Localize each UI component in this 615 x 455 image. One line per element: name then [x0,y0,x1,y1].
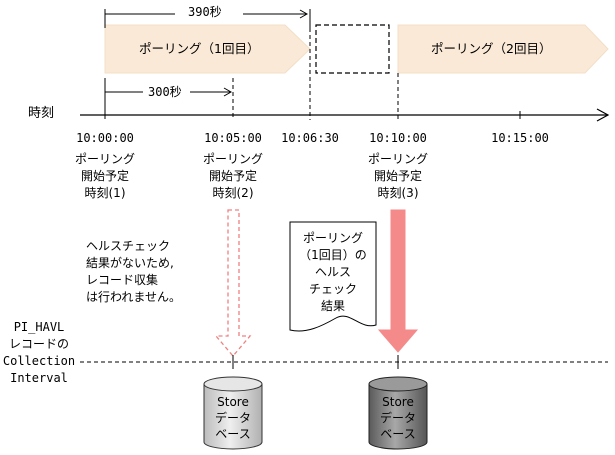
tick-caption: ポーリング 開始予定 時刻(1) [74,152,135,200]
collection-interval-label: PI_HAVL レコードの Collection Interval [2,320,76,385]
store-database-active [368,376,428,450]
tick-time: 10:15:00 [491,131,549,145]
health-result-note: ポーリング （1回目）の ヘルス チェック 結果 [299,231,367,313]
health-result-document [289,221,377,332]
polling-gap-box [315,24,390,74]
store-database-inactive [203,376,263,450]
tick-caption: ポーリング 開始予定 時刻(2) [202,152,263,200]
tick-time: 10:10:00 [369,131,427,145]
tick-time: 10:05:00 [204,131,262,145]
store-label: Store データ ベース [214,395,251,441]
interval-390-label: 390秒 [188,5,222,19]
no-result-note: ヘルスチェック 結果がないため, レコード収集 は行われません。 [86,239,182,304]
tick-time: 10:00:00 [76,131,134,145]
store-label: Store データ ベース [379,395,416,441]
no-record-arrow [214,209,252,358]
polling-1-bar [104,24,311,74]
tick-caption: ポーリング 開始予定 時刻(3) [367,152,428,200]
tick-time: 10:06:30 [281,131,339,145]
record-arrow [377,209,419,353]
polling-2-label: ポーリング（2回目） [431,41,552,56]
interval-300-label: 300秒 [148,85,182,99]
polling-1-label: ポーリング（1回目） [139,41,260,56]
polling-2-bar [397,24,609,74]
time-axis-label: 時刻 [28,106,55,121]
